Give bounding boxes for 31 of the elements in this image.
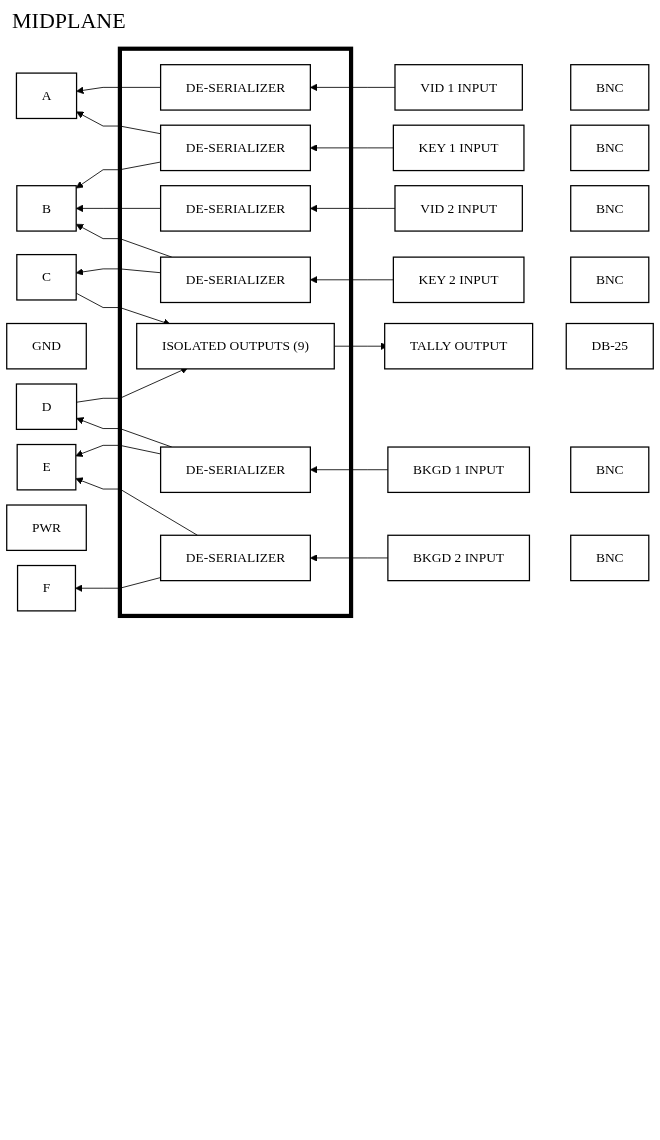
node-box: KEY 2 INPUT [392, 256, 525, 304]
node-box: BNC [570, 64, 650, 111]
node-box: B [16, 185, 77, 232]
node-box: DB-25 [565, 322, 654, 370]
node-box: VID 1 INPUT [394, 64, 523, 111]
node-box: DE-SERIALIZER [160, 446, 311, 494]
node-box: F [16, 564, 77, 612]
cluster [117, 46, 354, 619]
node-box: DE-SERIALIZER [160, 64, 311, 111]
node-box: PWR [6, 504, 87, 551]
node-box: A [15, 72, 78, 120]
node-box: BNC [570, 124, 650, 172]
node-box: DE-SERIALIZER [160, 256, 311, 304]
node-box: DE-SERIALIZER [160, 124, 311, 172]
node-box: BNC [570, 446, 650, 494]
node-box: DE-SERIALIZER [160, 185, 311, 232]
node-box: TALLY OUTPUT [384, 322, 534, 370]
node-box: BNC [570, 534, 650, 582]
node-box: ISOLATED OUTPUTS (9) [136, 322, 335, 370]
title: MIDPLANE [11, 7, 127, 35]
node-box: E [16, 443, 77, 491]
node-box: DE-SERIALIZER [160, 534, 311, 582]
node-box: BNC [570, 256, 650, 304]
node-box: KEY 1 INPUT [392, 124, 525, 172]
node-box: D [15, 383, 78, 430]
node-box: GND [6, 322, 87, 370]
node-box: BKGD 1 INPUT [387, 446, 531, 494]
node-box: C [16, 253, 77, 301]
node-box: BNC [570, 185, 650, 232]
node-box: BKGD 2 INPUT [387, 534, 531, 582]
node-box: VID 2 INPUT [394, 185, 523, 232]
